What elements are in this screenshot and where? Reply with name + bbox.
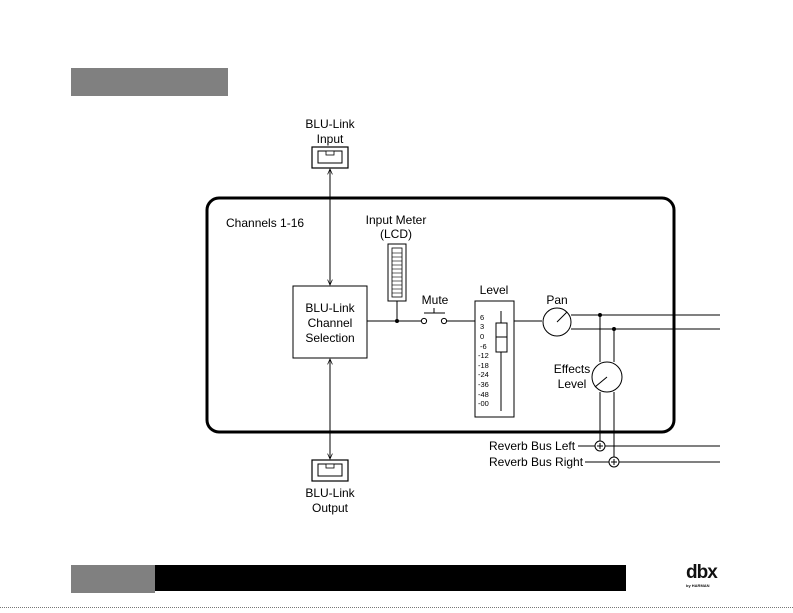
- fader-scale-mark: -18: [478, 361, 489, 370]
- blu-link-output-label-2: Output: [312, 501, 349, 515]
- footer-bar: [155, 565, 626, 591]
- reverb-bus-right-label: Reverb Bus Right: [489, 455, 584, 469]
- blu-link-input-label-2: Input: [317, 132, 344, 146]
- fader-scale-mark: 0: [480, 332, 484, 341]
- channel-selection-label-3: Selection: [305, 331, 354, 345]
- effects-level-label-1: Effects: [554, 362, 590, 376]
- pan-knob-icon: [543, 308, 571, 336]
- logo-text: dbx: [686, 562, 717, 584]
- fader-scale-mark: 3: [480, 322, 484, 331]
- input-meter-icon: [388, 244, 406, 301]
- effects-level-label-2: Level: [558, 377, 587, 391]
- channel-selection-label-2: Channel: [308, 316, 353, 330]
- fader-scale-mark: 6: [480, 313, 484, 322]
- summing-junction-right-icon: [609, 457, 619, 467]
- blu-link-input-label-1: BLU-Link: [305, 117, 355, 131]
- fader-scale-mark: -24: [478, 370, 489, 379]
- blu-link-output-connector-icon: [312, 460, 348, 481]
- fader-scale-mark: -6: [480, 342, 487, 351]
- logo-subtext: by HARMAN: [686, 583, 710, 588]
- level-label: Level: [480, 283, 509, 297]
- fader-scale-mark: -00: [478, 399, 489, 408]
- blu-link-input-connector-icon: [312, 147, 348, 168]
- footer-rule: [0, 607, 793, 608]
- fader-scale-mark: -12: [478, 351, 489, 360]
- input-meter-label-1: Input Meter: [366, 213, 427, 227]
- footer-page-tab: [71, 565, 155, 593]
- dbx-logo: dbx by HARMAN: [680, 562, 728, 598]
- mute-switch-icon: [421, 308, 446, 324]
- channel-selection-label-1: BLU-Link: [305, 301, 355, 315]
- blu-link-output-label-1: BLU-Link: [305, 486, 355, 500]
- channels-label: Channels 1-16: [226, 216, 304, 230]
- fader-scale-mark: -36: [478, 380, 489, 389]
- mute-label: Mute: [422, 293, 449, 307]
- summing-junction-left-icon: [595, 441, 605, 451]
- pan-label: Pan: [546, 293, 567, 307]
- effects-level-knob-icon: [592, 362, 622, 392]
- input-meter-label-2: (LCD): [380, 227, 412, 241]
- fader-scale-mark: -48: [478, 390, 489, 399]
- reverb-bus-left-label: Reverb Bus Left: [489, 439, 576, 453]
